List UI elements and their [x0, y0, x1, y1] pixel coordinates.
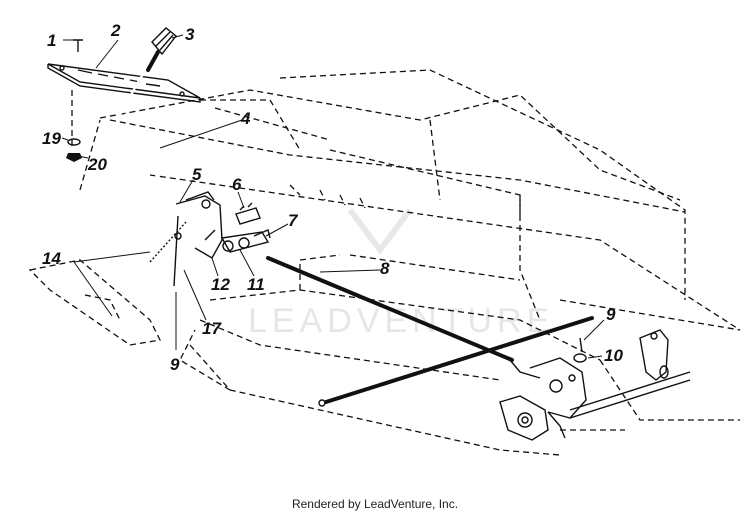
bracket-assembly — [175, 191, 271, 259]
callout-3: 3 — [185, 25, 195, 44]
callout-8: 8 — [380, 259, 390, 278]
callout-2: 2 — [110, 21, 121, 40]
callout-5: 5 — [192, 165, 202, 184]
callout-10: 10 — [604, 346, 623, 365]
springs — [149, 215, 187, 287]
callout-17: 17 — [202, 319, 222, 338]
callout-9-left: 9 — [170, 355, 180, 374]
screw — [73, 39, 83, 52]
control-rods — [266, 256, 594, 407]
callout-11: 11 — [247, 275, 265, 294]
callout-14: 14 — [42, 249, 61, 268]
shift-knob — [146, 27, 177, 72]
leader-lines — [61, 34, 605, 359]
callout-20: 20 — [87, 155, 107, 174]
callout-1: 1 — [47, 31, 56, 50]
frame-outline — [28, 69, 741, 456]
watermark-text: LEADVENTURE — [248, 302, 554, 340]
callouts: 1 2 3 4 5 6 7 8 9 9 10 11 12 14 17 19 20 — [42, 21, 623, 374]
cross-shaft — [569, 329, 691, 419]
callout-6: 6 — [232, 175, 242, 194]
footer-credit: Rendered by LeadVenture, Inc. — [291, 497, 459, 511]
callout-9-right: 9 — [606, 305, 616, 324]
callout-19: 19 — [42, 129, 61, 148]
shift-plate — [47, 63, 201, 103]
watermark: LEADVENTURE — [248, 208, 554, 340]
callout-4: 4 — [240, 109, 251, 128]
shift-lever — [116, 71, 191, 214]
callout-7: 7 — [288, 211, 299, 230]
rear-bracket — [499, 337, 587, 441]
callout-12: 12 — [211, 275, 230, 294]
washer-nut — [66, 90, 82, 162]
